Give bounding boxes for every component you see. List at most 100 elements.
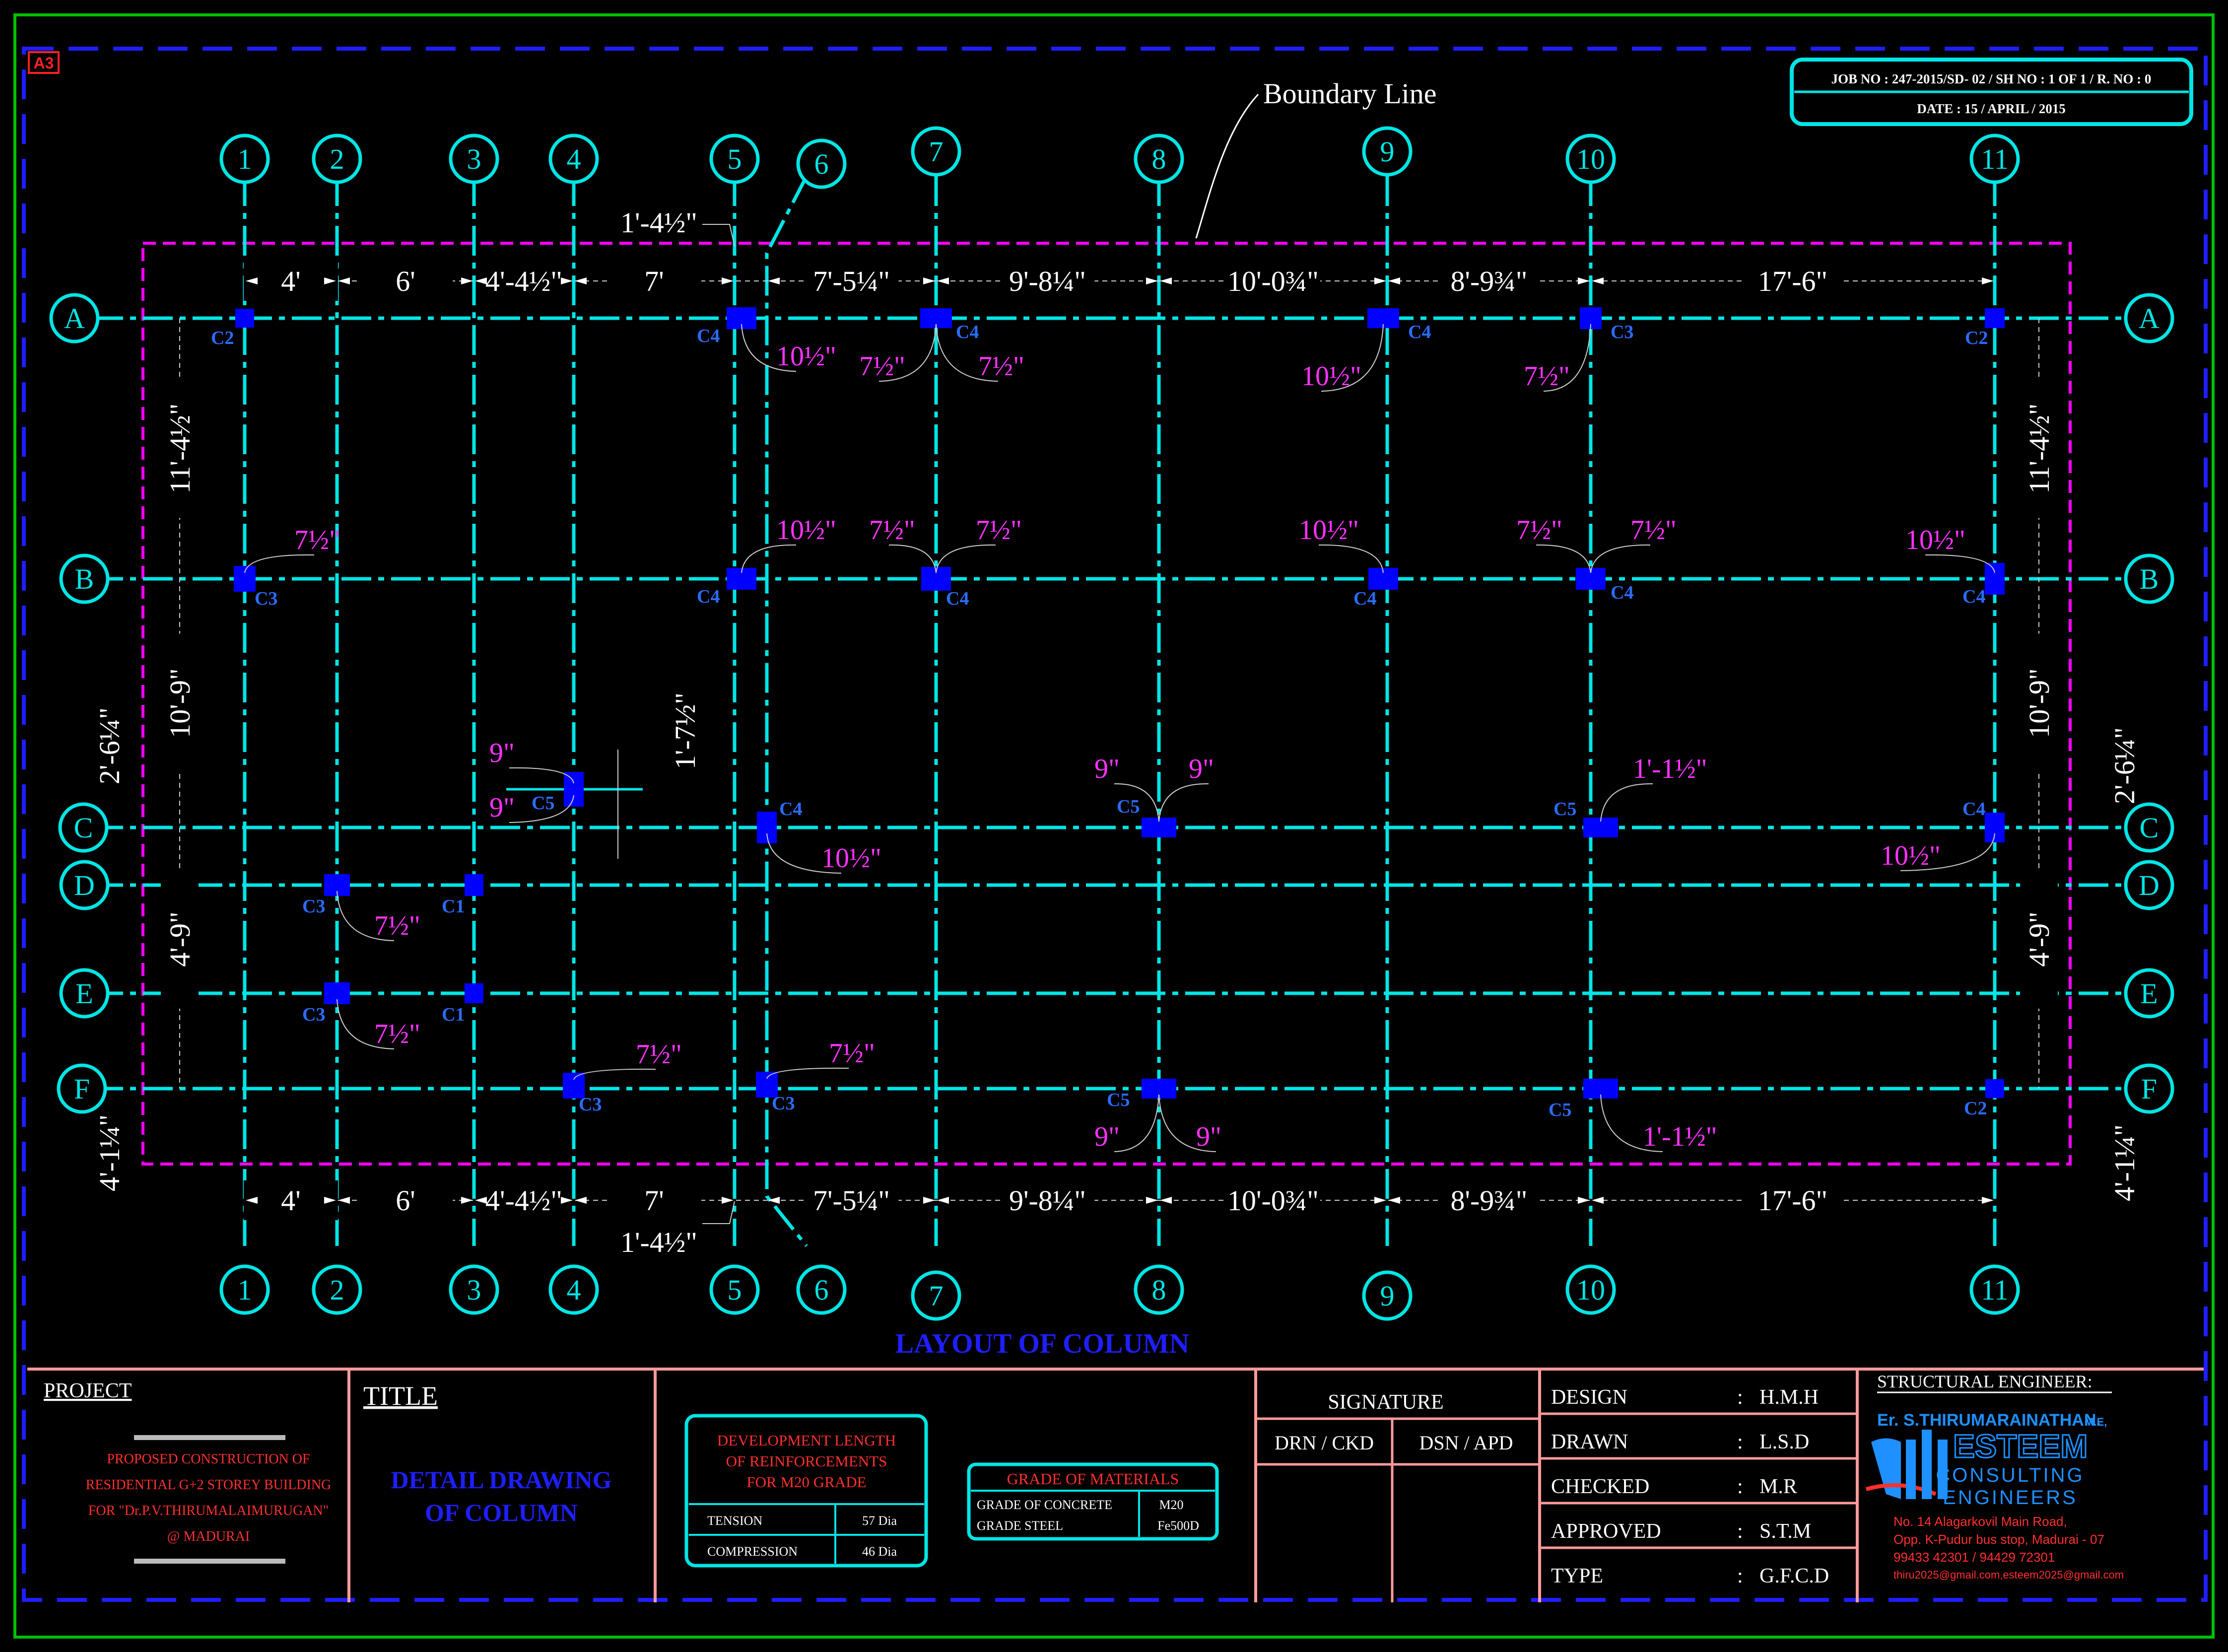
dev-compression-label: COMPRESSION — [707, 1544, 798, 1559]
dim-bg-bottom-2 — [476, 1180, 571, 1220]
offset-label-21-0: 7½" — [636, 1039, 682, 1070]
dim-arrow-top-0-b — [324, 277, 336, 284]
column-label-19: C3 — [302, 1004, 325, 1025]
grid-label-top-4: 4 — [567, 143, 581, 175]
role-colon-4: : — [1737, 1520, 1743, 1543]
grid-bubble-bottom-6 — [796, 1264, 847, 1315]
dim-arrow-top-2-a — [475, 277, 487, 284]
role-checked-label: CHECKED — [1551, 1475, 1649, 1498]
title-line-2: OF COLUMN — [425, 1499, 578, 1526]
dim-arrow-top-5-b — [1146, 277, 1158, 284]
vdim-bg-right-2 — [2020, 870, 2058, 1009]
dim-arrow-top-0-a — [246, 277, 258, 284]
offset-leader-6-0 — [244, 554, 315, 573]
dim-bg-bottom-5 — [1000, 1180, 1095, 1220]
offset-label-8-0: 7½" — [869, 515, 915, 546]
grid-label-bottom-8: 8 — [1152, 1274, 1166, 1306]
job-date: DATE : 15 / APRIL / 2015 — [1917, 101, 2066, 116]
dim-bg-top-3 — [607, 261, 701, 301]
dim-top-2: 4'-4½" — [485, 265, 562, 297]
grid-label-bottom-6: 6 — [814, 1274, 829, 1306]
dim-col6-leader-bottom — [702, 1201, 735, 1224]
offset-leader-11-0 — [1925, 554, 1995, 573]
vdim-right-boundary-bottom: 4'-1¼" — [2108, 1124, 2141, 1201]
column-label-20: C1 — [442, 1004, 465, 1025]
offset-label-9-0: 10½" — [1299, 515, 1359, 546]
grid-bubble-top-8 — [1134, 134, 1184, 184]
grid-label-right-F: F — [2141, 1073, 2157, 1105]
materials-steel-label: GRADE STEEL — [977, 1518, 1063, 1533]
project-heading: PROJECT — [44, 1379, 132, 1402]
column-c2-25 — [1985, 1079, 2004, 1098]
dim-col6-offset-top: 1'-4½" — [620, 206, 697, 239]
grid-label-right-D: D — [2139, 869, 2160, 901]
grid-bubble-left-B — [59, 553, 110, 604]
grid-label-right-B: B — [2140, 563, 2159, 595]
grid-bubble-right-F — [2124, 1063, 2174, 1114]
vdim-right-2: 4'-9" — [2023, 911, 2055, 966]
grid-label-bottom-11: 11 — [1981, 1274, 2009, 1306]
inner-frame — [22, 47, 2208, 1602]
dim-arrow-bottom-4-a — [768, 1197, 780, 1204]
column-label-22: C3 — [772, 1093, 795, 1114]
offset-label-7-0: 10½" — [776, 515, 836, 546]
grid-label-top-3: 3 — [467, 143, 481, 175]
grid-label-top-6: 6 — [814, 148, 829, 180]
dim-arrow-bottom-2-a — [475, 1197, 487, 1204]
offset-label-12-1: 9" — [489, 792, 515, 823]
grid-label-left-E: E — [75, 977, 93, 1010]
offset-label-24-0: 1'-1½" — [1643, 1121, 1717, 1152]
grid-bubble-top-7 — [911, 126, 961, 177]
project-line-3: FOR "Dr.P.V.THIRUMALAIMURUGAN" — [88, 1503, 329, 1518]
grid-bubble-right-D — [2124, 860, 2174, 910]
grid-bubble-bottom-9 — [1362, 1270, 1413, 1321]
dim-arrow-top-4-b — [923, 277, 935, 284]
grid-bubble-top-5 — [709, 134, 760, 184]
grid-label-top-11: 11 — [1981, 143, 2009, 175]
column-label-12: C5 — [532, 793, 554, 814]
dim-arrow-top-3-b — [722, 277, 734, 284]
dim-bg-top-2 — [476, 261, 571, 301]
grid-bubble-bottom-1 — [219, 1264, 270, 1315]
column-c4-13 — [757, 812, 777, 843]
grid-label-bottom-9: 9 — [1380, 1280, 1395, 1312]
dim-arrow-top-4-a — [768, 277, 780, 284]
offset-leader-22-0 — [766, 1067, 849, 1079]
offset-leader-12-0 — [509, 767, 574, 784]
materials-concrete-label: GRADE OF CONCRETE — [977, 1498, 1112, 1512]
dim-bottom-8: 17'-6" — [1758, 1184, 1827, 1217]
grid-label-bottom-7: 7 — [929, 1280, 944, 1312]
dim-bg-bottom-4 — [804, 1180, 899, 1220]
offset-leader-2-1 — [936, 324, 999, 382]
dim-bg-top-7 — [1442, 261, 1536, 301]
dim-bg-top-4 — [804, 261, 899, 301]
engineer-name: Er. S.THIRUMARAINATHAN. — [1877, 1411, 2101, 1430]
roles-table: DESIGN : H.M.H DRAWN : L.S.D CHECKED : M… — [1551, 1386, 1829, 1587]
dim-top-3: 7' — [644, 265, 664, 297]
dev-tension-value: 57 Dia — [862, 1514, 897, 1528]
dim-bottom-0: 4' — [281, 1184, 300, 1217]
offset-leader-1-0 — [741, 324, 797, 372]
grid-bubble-bottom-3 — [449, 1264, 499, 1315]
role-design-value: H.M.H — [1759, 1386, 1819, 1409]
dim-arrow-bottom-3-b — [722, 1197, 734, 1204]
project-line-1: PROPOSED CONSTRUCTION OF — [107, 1451, 310, 1467]
grid-bubble-left-A — [49, 293, 100, 344]
column-label-8: C4 — [946, 588, 969, 609]
grid-lines — [93, 175, 2134, 1247]
offset-leader-19-0 — [337, 999, 395, 1049]
engineer-degree: M.E, — [2085, 1416, 2107, 1428]
grid-bubble-bottom-8 — [1134, 1264, 1184, 1315]
role-type-value: G.F.C.D — [1759, 1565, 1829, 1587]
dim-bg-top-6 — [1226, 261, 1320, 301]
grid-label-bottom-4: 4 — [567, 1274, 581, 1306]
offset-label-6-0: 7½" — [294, 525, 340, 555]
role-checked-value: M.R — [1759, 1475, 1797, 1498]
column-c4-11 — [1985, 563, 2005, 595]
grid-bubble-bottom-4 — [548, 1264, 599, 1315]
dev-heading-2: OF REINFORCEMENTS — [726, 1452, 887, 1470]
grid-bubble-bottom-11 — [1969, 1264, 2020, 1315]
offset-leader-16-0 — [1900, 833, 1995, 871]
